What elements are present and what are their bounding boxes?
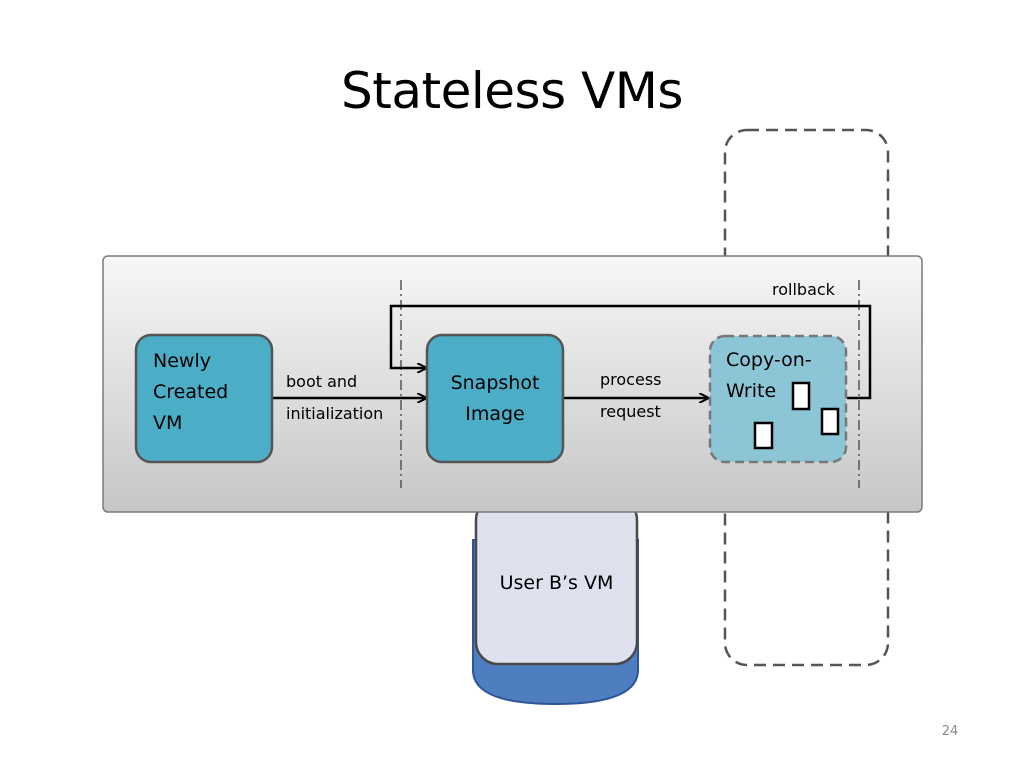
cow-block-icon-3: [753, 421, 774, 450]
rollback-label: rollback: [772, 280, 835, 299]
newly-created-vm-line1: Newly: [153, 350, 211, 372]
boot-label: boot and initialization: [286, 366, 383, 430]
storage-dashed-region: [723, 128, 890, 667]
cow-block-icon-2: [820, 407, 840, 436]
cow-block-icon-1: [791, 381, 811, 411]
snapshot-image-line1: Snapshot: [450, 372, 540, 394]
snapshot-image-label: Snapshot Image: [427, 368, 563, 430]
boot-label-line2: initialization: [286, 404, 384, 423]
process-label: process request: [600, 364, 661, 428]
copy-on-write-line2: Write: [726, 380, 777, 402]
user-b-vm-cylinder: [472, 496, 639, 706]
newly-created-vm-box: [134, 333, 274, 464]
process-label-line2: request: [600, 402, 661, 421]
snapshot-image-box: [425, 333, 565, 464]
copy-on-write-line1: Copy-on-: [726, 349, 812, 371]
slide-number: 24: [941, 724, 959, 739]
copy-on-write-box: [708, 334, 848, 464]
rollback-arrow: [389, 304, 872, 400]
newly-created-vm-line3: VM: [153, 412, 183, 434]
slide-title: Stateless VMs: [341, 62, 683, 120]
user-b-vm-label: User B’s VM: [499, 572, 614, 594]
snapshot-image-line2: Image: [465, 403, 525, 425]
newly-created-vm-label: Newly Created VM: [153, 346, 228, 439]
copy-on-write-label: Copy-on- Write: [726, 345, 812, 407]
boot-label-line1: boot and: [286, 372, 358, 391]
process-label-line1: process: [600, 370, 662, 389]
newly-created-vm-line2: Created: [153, 381, 229, 403]
